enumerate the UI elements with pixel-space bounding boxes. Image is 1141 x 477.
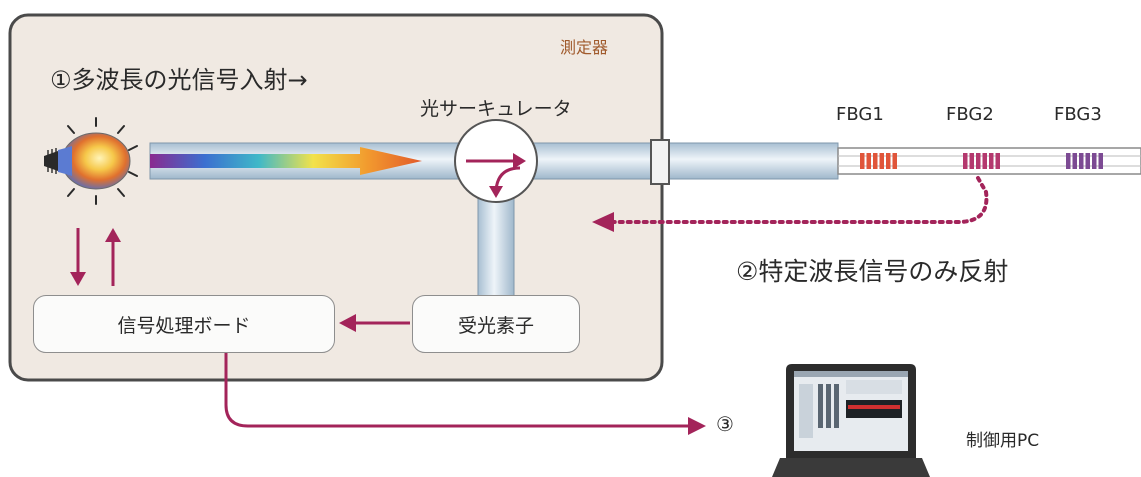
step1-label: ①多波長の光信号入射→ bbox=[50, 66, 308, 94]
fbg2-label: FBG2 bbox=[946, 104, 994, 125]
fbg2-grating bbox=[963, 153, 1000, 169]
board-to-pc-arrowhead bbox=[688, 417, 706, 435]
fbg3-label: FBG3 bbox=[1054, 104, 1102, 125]
reflection-arrowhead bbox=[592, 212, 614, 232]
step2-label: ②特定波長信号のみ反射 bbox=[736, 257, 1009, 286]
laptop-icon bbox=[772, 364, 930, 477]
bulb-board-arrows bbox=[70, 228, 121, 286]
signal-processing-board: 信号処理ボード bbox=[33, 295, 335, 353]
fiber-connector bbox=[650, 139, 670, 185]
circulator-label: 光サーキュレータ bbox=[420, 98, 572, 120]
light-source-icon bbox=[44, 117, 138, 205]
optical-circulator bbox=[454, 119, 538, 203]
pc-label: 制御用PC bbox=[966, 431, 1040, 451]
detector-to-board-arrowhead bbox=[339, 314, 356, 332]
fbg1-label: FBG1 bbox=[836, 104, 884, 125]
step3-label: ③ bbox=[716, 412, 734, 436]
signal-board-label: 信号処理ボード bbox=[117, 314, 251, 337]
photodetector: 受光素子 bbox=[412, 295, 580, 353]
fbg3-grating bbox=[1066, 153, 1103, 169]
reflection-dotted-line bbox=[610, 176, 989, 224]
board-to-pc-arrow bbox=[224, 352, 690, 428]
device-label: 測定器 bbox=[560, 38, 609, 57]
fbg1-grating bbox=[860, 153, 897, 169]
spectrum-light-arrow bbox=[150, 147, 422, 175]
photodetector-label: 受光素子 bbox=[457, 314, 534, 337]
